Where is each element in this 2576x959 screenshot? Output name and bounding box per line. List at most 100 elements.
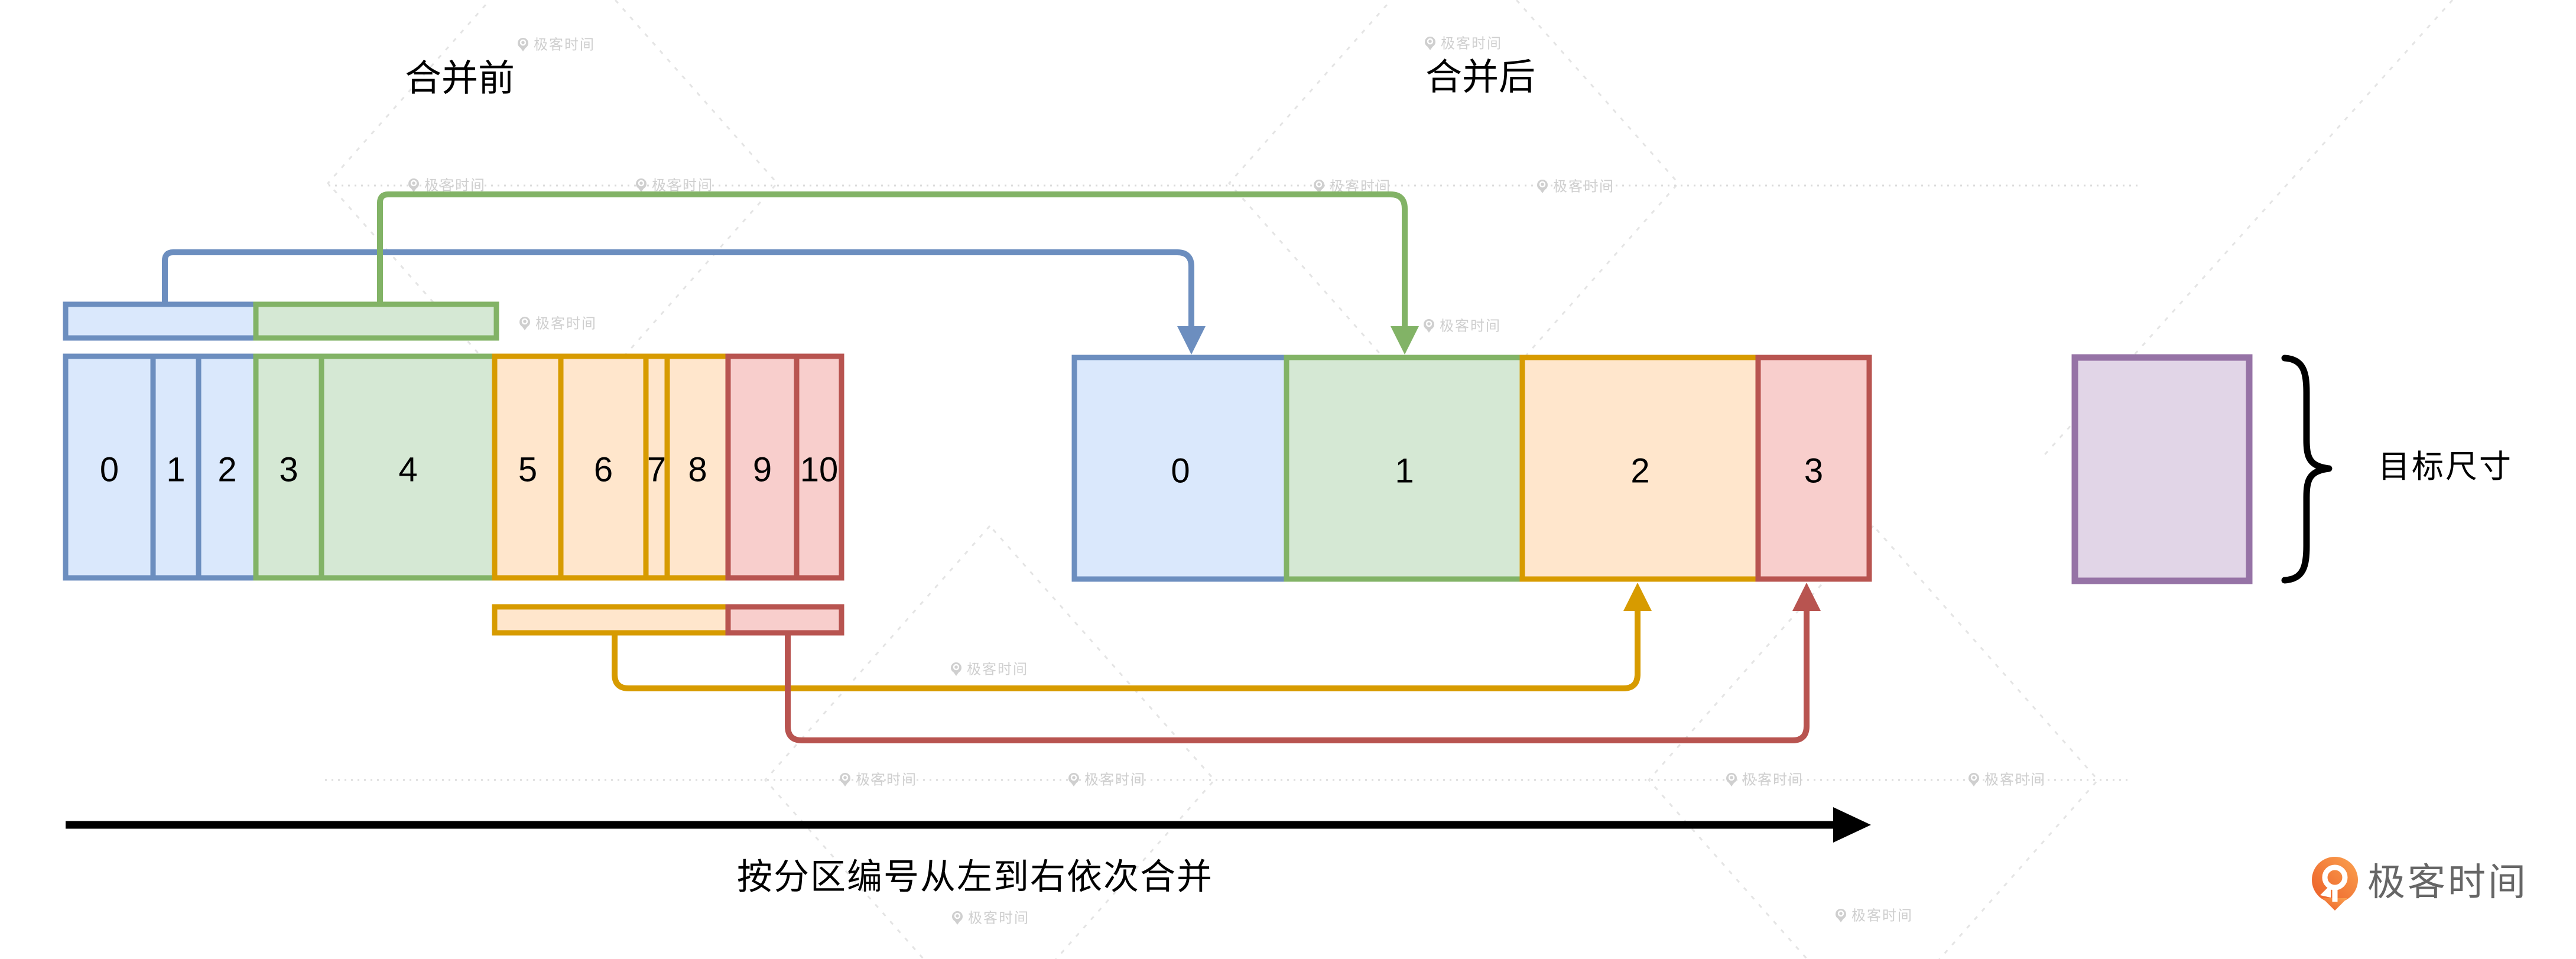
watermark-stamp: 极客时间	[1836, 908, 1913, 924]
watermark-pin-tail-icon	[520, 47, 526, 51]
before-partition-block-1	[150, 353, 202, 581]
geektime-logo-text: 极客时间	[2367, 861, 2528, 903]
watermark-pin-icon	[1424, 319, 1434, 330]
watermark-pin-ring-icon	[1539, 181, 1546, 188]
before-partition-block-4	[319, 353, 498, 581]
watermark-dashed-diamond	[1647, 524, 2100, 959]
watermark-pin-tail-icon	[1427, 46, 1433, 50]
watermark-pin-ring-icon	[953, 664, 960, 671]
watermark-pin-ring-icon	[410, 180, 417, 187]
watermark-stamp: 极客时间	[1537, 179, 1615, 195]
watermark-pin-icon	[840, 773, 850, 784]
watermark-stamp-text: 极客时间	[967, 662, 1028, 678]
watermark-pin-ring-icon	[1070, 774, 1077, 781]
watermark-pin-tail-icon	[1426, 329, 1432, 333]
watermark-pin-icon	[1836, 909, 1846, 919]
connector-green-arrow	[377, 191, 1408, 327]
watermark-pin-icon	[636, 178, 647, 189]
watermark-stamp-text: 极客时间	[1440, 318, 1501, 334]
after-partition-block-2	[1519, 355, 1761, 582]
watermark-pin-ring-icon	[1425, 320, 1432, 327]
before-partition-block-label: 7	[647, 451, 666, 489]
top-bar-segment-blue	[63, 301, 259, 341]
watermark-pin-icon	[1314, 180, 1324, 190]
watermark-pin-icon	[408, 178, 419, 189]
watermark-pin-tail-icon	[842, 782, 848, 786]
connector-red-arrow	[785, 610, 1810, 743]
after-partition-block-label: 1	[1395, 452, 1414, 490]
watermark-pin-tail-icon	[1971, 782, 1977, 786]
watermark-pin-tail-icon	[1838, 918, 1844, 922]
watermark-pin-ring-icon	[842, 774, 849, 781]
watermark-dashed-diamond	[1227, 0, 1680, 439]
watermark-stamp: 极客时间	[1424, 318, 1501, 334]
after-partition-block-label: 2	[1630, 452, 1649, 490]
watermark-pin-tail-icon	[1539, 189, 1545, 193]
watermark-stamp: 极客时间	[518, 37, 595, 53]
bottom-bar-segment-orange	[492, 604, 731, 636]
watermark-pin-tail-icon	[954, 921, 960, 925]
watermark-pin-icon	[951, 662, 961, 673]
watermark-stamp-text: 极客时间	[1851, 908, 1913, 924]
geektime-logo-pin-icon	[2312, 857, 2358, 903]
watermark-pin-icon	[1068, 773, 1079, 784]
after-partition-block-label: 3	[1804, 452, 1823, 490]
watermark-stamp: 极客时间	[840, 772, 917, 788]
watermark-stamp-text: 极客时间	[652, 178, 713, 194]
target-size-brace	[2281, 355, 2333, 584]
watermark-pin-icon	[1537, 180, 1548, 190]
after-partition-block-3	[1755, 355, 1872, 582]
watermark-pin-tail-icon	[1729, 782, 1734, 786]
watermark-stamp: 极客时间	[952, 911, 1029, 927]
watermark-pin-icon	[1726, 773, 1737, 784]
connector-green-arrowhead-icon	[1391, 326, 1419, 355]
watermark-stamp-text: 极客时间	[535, 316, 597, 332]
before-partition-block-label: 1	[166, 451, 185, 489]
watermark-stamp: 极客时间	[951, 662, 1028, 678]
geektime-logo: 极客时间	[2312, 857, 2528, 911]
watermark-stamp: 极客时间	[1726, 772, 1804, 788]
before-partition-block-3	[253, 353, 324, 581]
watermark-stamps: 极客时间极客时间极客时间极客时间极客时间极客时间极客时间极客时间极客时间极客时间…	[408, 36, 2045, 927]
top-bar-segment-green	[253, 301, 499, 341]
watermark-pin-ring-icon	[521, 318, 528, 325]
watermark-pin-tail-icon	[411, 188, 417, 192]
connector-red-arrowhead-icon	[1792, 583, 1821, 611]
watermark-stamp: 极客时间	[1425, 36, 1502, 52]
watermark-pin-ring-icon	[1427, 38, 1434, 45]
before-partition-block-8	[664, 353, 731, 581]
bottom-bar-segment-red	[725, 604, 844, 636]
watermark-stamp-text: 极客时间	[856, 772, 917, 788]
watermark-pin-ring-icon	[1315, 181, 1323, 188]
watermark-dashed-diamond	[764, 524, 1216, 959]
watermark-stamp-text: 极客时间	[968, 911, 1029, 927]
connector-orange-arrow	[612, 610, 1641, 691]
before-partition-block-10	[794, 353, 844, 581]
watermark-stamp-text: 极客时间	[534, 37, 595, 53]
connector-blue-arrowhead-icon	[1177, 326, 1206, 355]
watermark-pin-tail-icon	[522, 326, 528, 330]
before-partition-block-label: 6	[594, 451, 613, 489]
before-partition-block-label: 4	[398, 451, 417, 489]
watermark-dashed-line	[2041, 0, 2454, 459]
watermark-stamp-text: 极客时间	[1084, 772, 1146, 788]
watermark-stamp-text: 极客时间	[424, 178, 486, 194]
title-before-merge: 合并前	[405, 58, 515, 99]
watermark-pin-icon	[1425, 37, 1435, 47]
merge-order-arrow	[66, 807, 1871, 843]
watermark-dashed-diamond	[326, 0, 779, 439]
merge-order-arrowhead-icon	[1833, 807, 1871, 843]
watermark-stamp-text: 极客时间	[1742, 772, 1804, 788]
geektime-logo-wedge-icon	[2320, 885, 2331, 898]
before-partition-block-label: 8	[688, 451, 707, 489]
watermark-pin-icon	[952, 911, 963, 922]
watermark-stamp-text: 极客时间	[1441, 36, 1502, 52]
watermark-stamp: 极客时间	[1968, 772, 2045, 788]
watermark-stamp-text: 极客时间	[1553, 179, 1615, 195]
watermark-pin-ring-icon	[638, 180, 645, 187]
watermark-stamp: 极客时间	[636, 178, 713, 194]
watermark-stamp: 极客时间	[519, 316, 597, 332]
connector-blue-arrow	[162, 249, 1194, 327]
